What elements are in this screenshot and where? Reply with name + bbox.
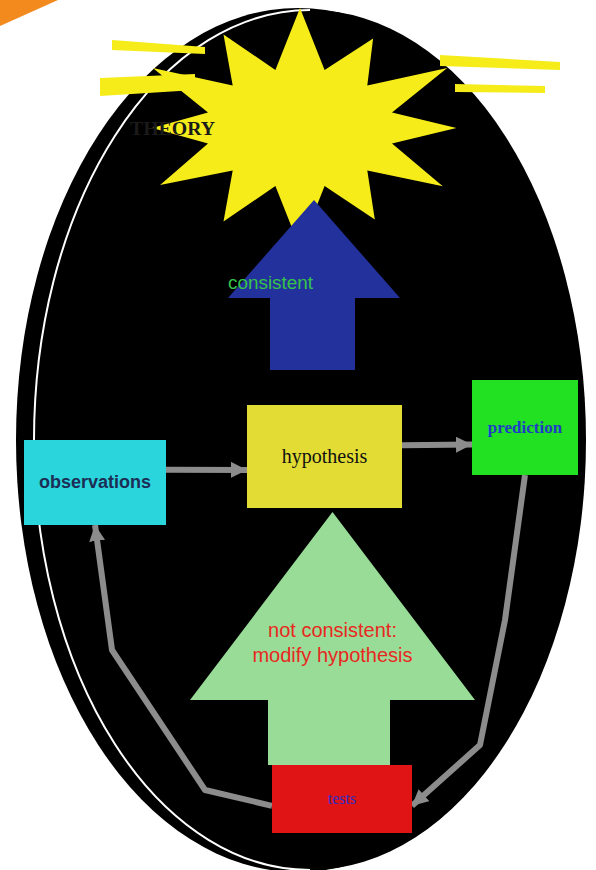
speed-line: [440, 55, 560, 70]
node-label: consistent: [228, 272, 313, 294]
arrow-outline: [228, 200, 400, 370]
observations-box: observations: [24, 440, 166, 525]
speed-line: [112, 40, 205, 54]
corner-triangle: [0, 0, 58, 26]
node-label: not consistent: modify hypothesis: [240, 618, 425, 668]
arrow-outline: [190, 512, 475, 765]
modify-arrow: not consistent: modify hypothesis: [190, 512, 475, 765]
speed-line: [455, 84, 545, 93]
node-label: tests: [328, 790, 356, 808]
node-label: prediction: [488, 418, 562, 438]
theory-star: THEORY: [130, 8, 470, 248]
node-label: observations: [39, 472, 151, 493]
node-label: hypothesis: [282, 445, 368, 468]
node-label: THEORY: [130, 117, 215, 140]
consistent-arrow: consistent: [228, 200, 400, 370]
tests-box: tests: [272, 765, 412, 833]
cycle-arrow: [166, 467, 247, 473]
prediction-box: prediction: [472, 380, 578, 475]
hypothesis-box: hypothesis: [247, 405, 402, 508]
cycle-arrow: [402, 442, 472, 449]
